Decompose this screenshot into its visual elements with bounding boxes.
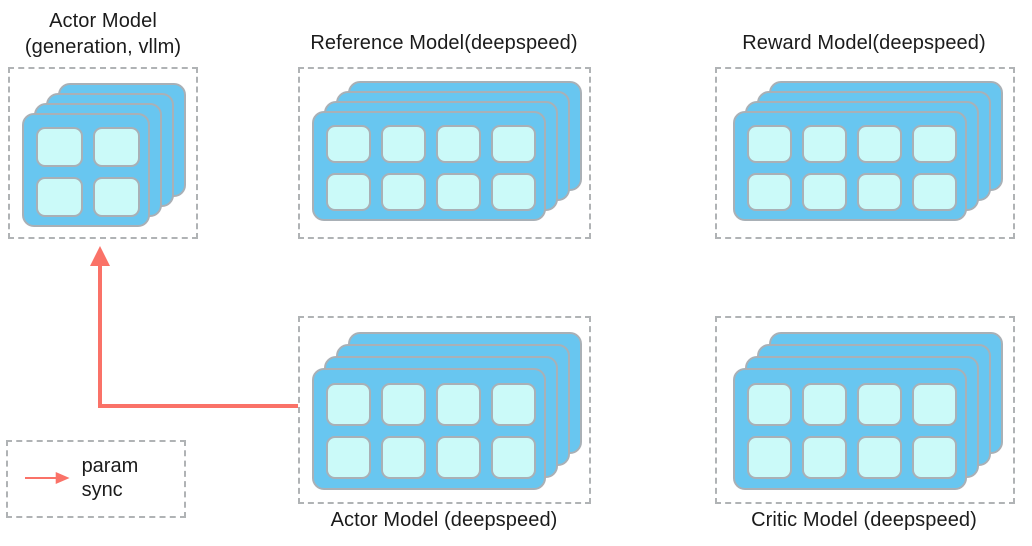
card-cell <box>326 173 371 211</box>
group-caption-actor-vllm: Actor Model (generation, vllm) <box>24 10 182 58</box>
group-box-actor-deepspeed <box>298 316 591 504</box>
card-stack-reference <box>312 81 582 229</box>
card-cell <box>857 173 902 211</box>
legend-entry-param-sync: param sync <box>24 454 184 502</box>
card-stack-critic <box>733 332 1003 492</box>
group-box-reward <box>715 67 1015 239</box>
card-layer-1 <box>312 111 546 221</box>
param-sync-arrow-line <box>98 262 298 408</box>
card-cell <box>436 125 481 163</box>
card-stack-reward <box>733 81 1003 229</box>
card-cell <box>381 125 426 163</box>
card-cell <box>436 436 481 479</box>
card-cell <box>93 177 140 217</box>
card-cell <box>802 383 847 426</box>
card-cell <box>491 383 536 426</box>
card-stack-actor-vllm <box>22 83 188 227</box>
card-cell <box>381 436 426 479</box>
card-cell <box>381 383 426 426</box>
param-sync-arrowhead-icon <box>90 246 110 266</box>
card-cell-grid <box>747 383 957 479</box>
card-cell <box>912 125 957 163</box>
card-cell <box>802 436 847 479</box>
card-cell-grid <box>326 125 536 211</box>
card-cell <box>491 436 536 479</box>
card-cell <box>857 436 902 479</box>
card-cell <box>802 125 847 163</box>
group-caption-critic: Critic Model (deepspeed) <box>751 509 977 531</box>
group-caption-reference: Reference Model(deepspeed) <box>310 32 578 54</box>
legend-arrow-right-icon <box>24 472 70 484</box>
card-cell-grid <box>747 125 957 211</box>
card-cell <box>912 173 957 211</box>
group-box-critic <box>715 316 1015 504</box>
group-box-reference <box>298 67 591 239</box>
card-cell <box>436 173 481 211</box>
legend-label-param-sync: param sync <box>81 455 139 501</box>
card-layer-1 <box>312 368 546 490</box>
card-cell <box>747 125 792 163</box>
card-cell-grid <box>36 127 140 217</box>
card-cell <box>747 173 792 211</box>
group-caption-actor-deepspeed: Actor Model (deepspeed) <box>330 509 558 531</box>
group-box-actor-vllm <box>8 67 198 239</box>
card-cell <box>802 173 847 211</box>
card-layer-1 <box>733 111 967 221</box>
card-cell <box>326 436 371 479</box>
group-caption-reward: Reward Model(deepspeed) <box>742 32 986 54</box>
card-cell <box>36 127 83 167</box>
card-cell <box>381 173 426 211</box>
card-cell <box>326 383 371 426</box>
card-cell-grid <box>326 383 536 479</box>
card-cell <box>912 383 957 426</box>
card-cell <box>747 383 792 426</box>
card-cell <box>747 436 792 479</box>
card-cell <box>912 436 957 479</box>
card-cell <box>326 125 371 163</box>
card-stack-actor-deepspeed <box>312 332 582 492</box>
card-cell <box>491 125 536 163</box>
card-layer-1 <box>22 113 150 227</box>
card-cell <box>36 177 83 217</box>
card-layer-1 <box>733 368 967 490</box>
card-cell <box>857 125 902 163</box>
card-cell <box>857 383 902 426</box>
card-cell <box>491 173 536 211</box>
card-cell <box>93 127 140 167</box>
legend-box: param sync <box>6 440 186 518</box>
card-cell <box>436 383 481 426</box>
